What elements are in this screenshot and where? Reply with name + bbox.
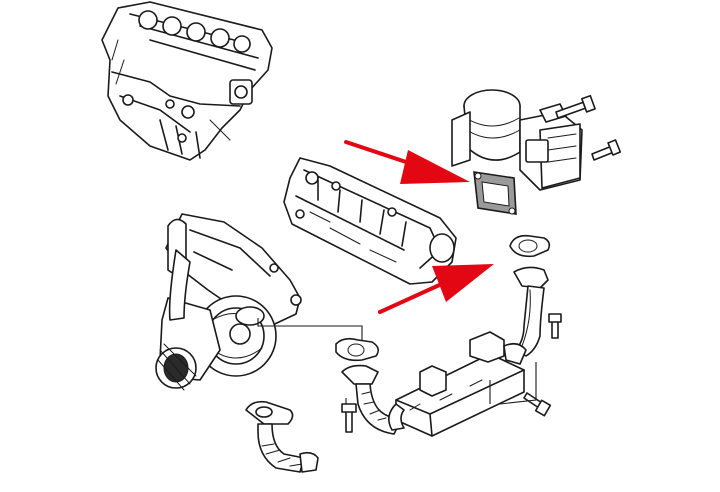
bolts: [341, 94, 622, 433]
egr-cooler: [388, 331, 527, 437]
egr-pipe: [513, 266, 549, 357]
egr-valve-gasket: [473, 171, 517, 215]
arrow-to-egr-pipe-gasket: [378, 264, 494, 314]
turbocharger: [155, 213, 302, 391]
leader-lines: [257, 318, 537, 405]
lower-pipe: [245, 400, 319, 473]
egr-valve: [451, 89, 583, 191]
egr-pipe-gasket: [509, 234, 551, 258]
intake-manifold: [283, 157, 457, 285]
arrow-to-egr-valve-gasket: [344, 140, 470, 184]
engine-block: [101, 1, 273, 161]
turbo-flange-gasket: [335, 337, 380, 362]
